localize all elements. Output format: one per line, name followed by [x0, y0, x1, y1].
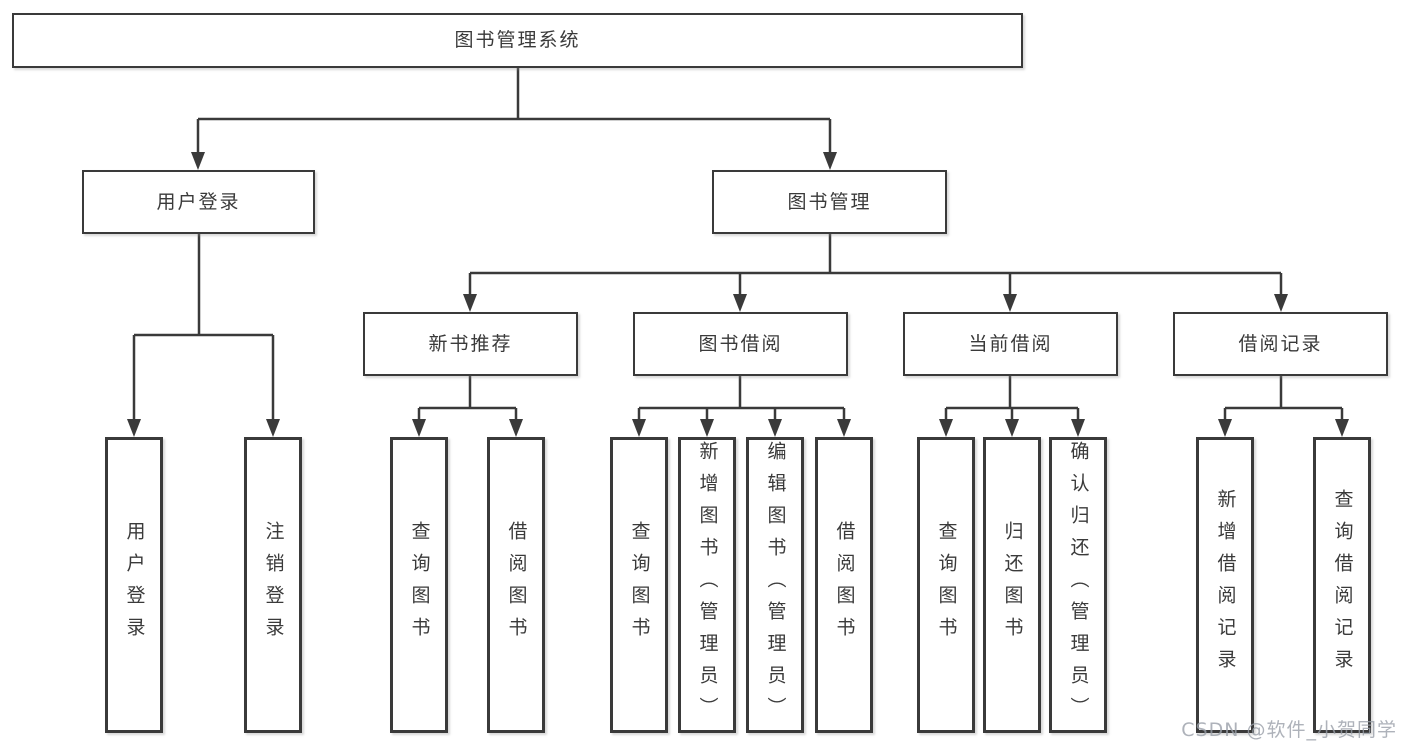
node-library-management-system: 图书管理系统	[12, 13, 1023, 68]
node-label: 图书管理系统	[454, 29, 581, 51]
leaf-add-borrow-record: 新增借阅记录	[1196, 437, 1254, 733]
csdn-watermark: CSDN @软件_小贺同学	[1181, 719, 1397, 741]
node-label: 注销登录	[262, 521, 285, 649]
node-book-management: 图书管理	[712, 170, 947, 234]
node-label: 当前借阅	[968, 332, 1053, 355]
leaf-add-book-admin: 新增图书（管理员）	[678, 437, 736, 733]
leaf-user-login: 用户登录	[105, 437, 163, 733]
node-label: 查询图书	[408, 521, 431, 649]
leaf-confirm-return-admin: 确认归还（管理员）	[1049, 437, 1107, 733]
leaf-borrow-books-recommend: 借阅图书	[487, 437, 545, 733]
connectors-book-borrowing	[632, 376, 851, 437]
leaf-logout: 注销登录	[244, 437, 302, 733]
node-label: 查询借阅记录	[1331, 489, 1354, 681]
node-current-borrowing: 当前借阅	[903, 312, 1118, 376]
node-label: 查询图书	[628, 521, 651, 649]
node-user-login: 用户登录	[82, 170, 315, 234]
node-label: 确认归还（管理员）	[1067, 441, 1090, 729]
connectors-book-management	[463, 234, 1288, 312]
connectors-user-login	[127, 234, 280, 437]
connectors-current-borrowing	[939, 376, 1085, 437]
node-label: 用户登录	[156, 190, 241, 213]
node-label: 借阅图书	[833, 521, 856, 649]
node-label: 用户登录	[123, 521, 146, 649]
node-label: 新增图书（管理员）	[696, 441, 719, 729]
leaf-query-books-borrowing: 查询图书	[610, 437, 668, 733]
node-label: 新增借阅记录	[1214, 489, 1237, 681]
leaf-borrow-books-borrowing: 借阅图书	[815, 437, 873, 733]
node-label: 归还图书	[1001, 521, 1024, 649]
leaf-return-book: 归还图书	[983, 437, 1041, 733]
leaf-query-books-recommend: 查询图书	[390, 437, 448, 733]
node-borrowing-records: 借阅记录	[1173, 312, 1388, 376]
node-book-borrowing: 图书借阅	[633, 312, 848, 376]
node-label: 借阅记录	[1238, 332, 1323, 355]
node-label: 图书借阅	[698, 332, 783, 355]
leaf-edit-book-admin: 编辑图书（管理员）	[746, 437, 804, 733]
connectors-borrowing-records	[1218, 376, 1349, 437]
connectors-root	[191, 68, 837, 170]
node-label: 新书推荐	[428, 332, 513, 355]
connectors-new-book-recommendation	[412, 376, 523, 437]
node-label: 图书管理	[787, 190, 872, 213]
leaf-query-books-current: 查询图书	[917, 437, 975, 733]
node-label: 查询图书	[935, 521, 958, 649]
node-label: 借阅图书	[505, 521, 528, 649]
node-new-book-recommendation: 新书推荐	[363, 312, 578, 376]
node-label: 编辑图书（管理员）	[764, 441, 787, 729]
leaf-query-borrow-record: 查询借阅记录	[1313, 437, 1371, 733]
